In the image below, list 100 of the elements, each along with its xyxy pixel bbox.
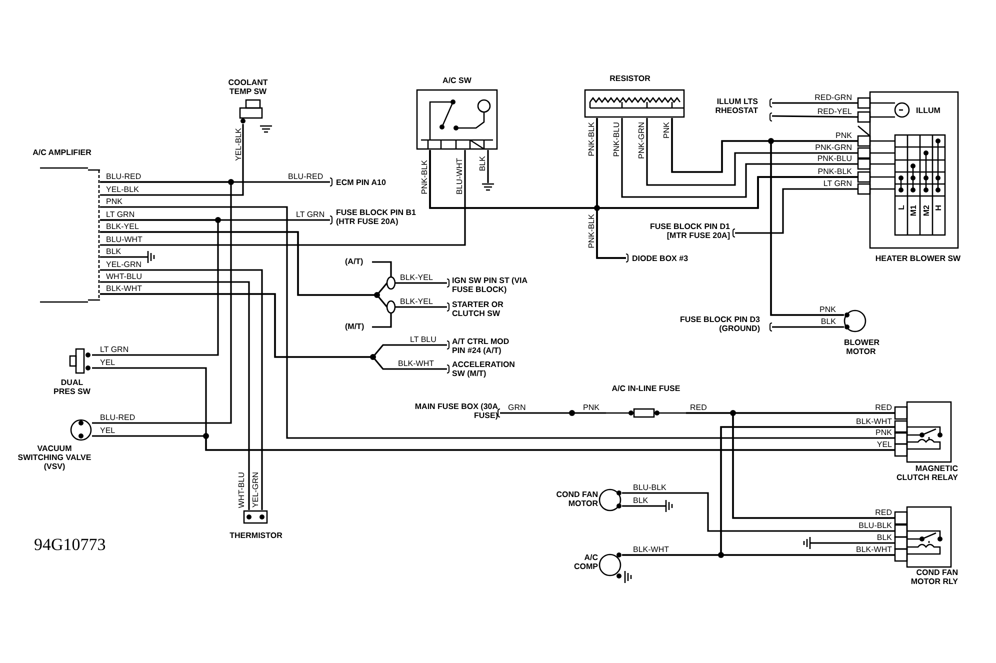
component-name: A/C AMPLIFIER	[32, 148, 92, 157]
switch-position-label: M2	[922, 205, 931, 216]
wire-color-label: BLK-WHT	[633, 545, 669, 554]
component-name: COND FAN MOTOR	[555, 490, 598, 508]
component-name: COOLANT TEMP SW	[227, 78, 269, 96]
wire-color-label: BLK-YEL	[400, 297, 433, 306]
wire-color-label: PNK-BLU	[817, 154, 852, 163]
wire-color-label: GRN	[508, 403, 526, 412]
component-name: (A/T)	[345, 257, 364, 266]
wire	[622, 492, 895, 532]
component-name: STARTER OR CLUTCH SW	[452, 300, 504, 318]
component-name: COND FAN MOTOR RLY	[910, 568, 958, 586]
wire-color-label: PNK-BLK	[818, 167, 852, 176]
wire	[100, 231, 388, 308]
wire-color-label: PNK-GRN	[815, 143, 852, 152]
wire-color-label: BLU-BLK	[858, 521, 892, 530]
component-name: BLOWER MOTOR	[844, 338, 878, 356]
wire	[92, 181, 232, 424]
component-name: A/T CTRL MOD PIN #24 (A/T)	[452, 337, 510, 355]
component-name: ILLUM LTS RHEOSTAT	[714, 97, 758, 115]
wire-color-label: YEL	[100, 358, 116, 367]
wire	[772, 115, 858, 118]
wire-color-label: RED-GRN	[814, 93, 852, 102]
wire-color-label: YEL-BLK	[106, 185, 139, 194]
wire-color-label: BLK-WHT	[856, 545, 892, 554]
wire	[372, 313, 392, 328]
wire	[770, 140, 858, 316]
wire-color-label: LT GRN	[106, 210, 135, 219]
wire-color-label: YEL-GRN	[106, 260, 142, 269]
wire-color-label: BLU-WHT	[455, 158, 464, 194]
component-name: DIODE BOX #3	[632, 254, 690, 263]
component-name: A/C COMP	[573, 553, 598, 571]
wire-color-label: PNK	[662, 122, 671, 138]
wire-color-label: PNK	[106, 197, 122, 206]
wire-color-label: YEL-BLK	[234, 128, 243, 161]
wire	[500, 412, 606, 414]
wire	[100, 124, 244, 196]
component-name: ACCELERATION SW (M/T)	[452, 360, 516, 378]
wire-color-label: BLK	[876, 533, 892, 542]
wire-color-label: PNK-BLU	[612, 122, 621, 157]
wire-color-label: PNK-BLK	[587, 214, 596, 248]
wire-color-label: PNK	[836, 131, 852, 140]
wire-color-label: BLU-RED	[288, 172, 324, 181]
wire	[395, 306, 447, 308]
wire-color-label: YEL	[100, 426, 116, 435]
wire-color-label: BLK	[633, 496, 648, 505]
wire	[735, 188, 858, 234]
switch-position-label: L	[897, 205, 906, 210]
wire-color-label: BLU-BLK	[633, 483, 666, 492]
wire-color-label: WHT-BLU	[237, 472, 246, 508]
component-name: VACUUM SWITCHING VALVE (VSV)	[17, 444, 92, 471]
wire	[772, 102, 858, 104]
component-name: A/C SW	[442, 76, 472, 85]
wire-color-label: RED	[875, 508, 892, 517]
wire	[395, 282, 447, 284]
switch-position-label: H	[934, 205, 943, 211]
wire	[732, 412, 895, 519]
wire-color-label: BLU-WHT	[106, 235, 142, 244]
wire-color-label: RED	[690, 403, 707, 412]
component-name: A/C IN-LINE FUSE	[610, 384, 682, 393]
wire	[596, 176, 858, 259]
wire	[622, 554, 895, 556]
wire-color-label: BLK	[106, 247, 122, 256]
wire-color-label: BLK-YEL	[106, 222, 139, 231]
wire-color-label: YEL-GRN	[251, 472, 260, 508]
component-name: RESISTOR	[608, 74, 652, 83]
wire	[100, 293, 447, 370]
component-name: MAIN FUSE BOX (30A FUSE)	[414, 402, 498, 420]
wire-color-label: LT GRN	[296, 210, 325, 219]
wire-color-label: PNK	[583, 403, 600, 412]
wire-color-label: PNK-GRN	[637, 122, 646, 159]
wire-color-label: YEL	[876, 440, 892, 449]
component-name: DUAL PRES SW	[52, 378, 92, 396]
component-name: HEATER BLOWER SW	[874, 254, 962, 263]
wire-color-label: LT BLU	[410, 335, 436, 344]
wire-color-label: BLK-WHT	[856, 417, 892, 426]
wire	[92, 219, 219, 356]
wire-color-label: PNK	[876, 428, 892, 437]
wire-color-label: RED-YEL	[817, 107, 852, 116]
component-name: IGN SW PIN ST (VIA FUSE BLOCK)	[452, 276, 528, 294]
wire	[646, 118, 858, 186]
wire	[92, 435, 895, 451]
wire-color-label: BLK-YEL	[400, 273, 433, 282]
connector-symbol	[386, 276, 396, 290]
component-name: (M/T)	[345, 322, 366, 331]
wire-color-label: LT GRN	[823, 179, 852, 188]
component-name: FUSE BLOCK PIN D1 [MTR FUSE 20A]	[648, 222, 730, 240]
wire-color-label: PNK-BLK	[420, 160, 429, 194]
figure-number: 94G10773	[34, 536, 106, 554]
wire-color-label: BLU-RED	[106, 172, 142, 181]
wire	[100, 150, 466, 246]
wire	[372, 261, 392, 277]
wire-color-label: BLK-WHT	[398, 359, 434, 368]
wire-color-label: BLK	[478, 156, 487, 172]
component-name: FUSE BLOCK PIN D3 (GROUND)	[680, 315, 760, 333]
wire-color-label: PNK-BLK	[587, 122, 596, 156]
lamp-label: ILLUM	[916, 106, 940, 115]
wire-color-label: WHT-BLU	[106, 272, 142, 281]
component-name: MAGNETIC CLUTCH RELAY	[896, 464, 958, 482]
wire-color-label: RED	[875, 403, 892, 412]
